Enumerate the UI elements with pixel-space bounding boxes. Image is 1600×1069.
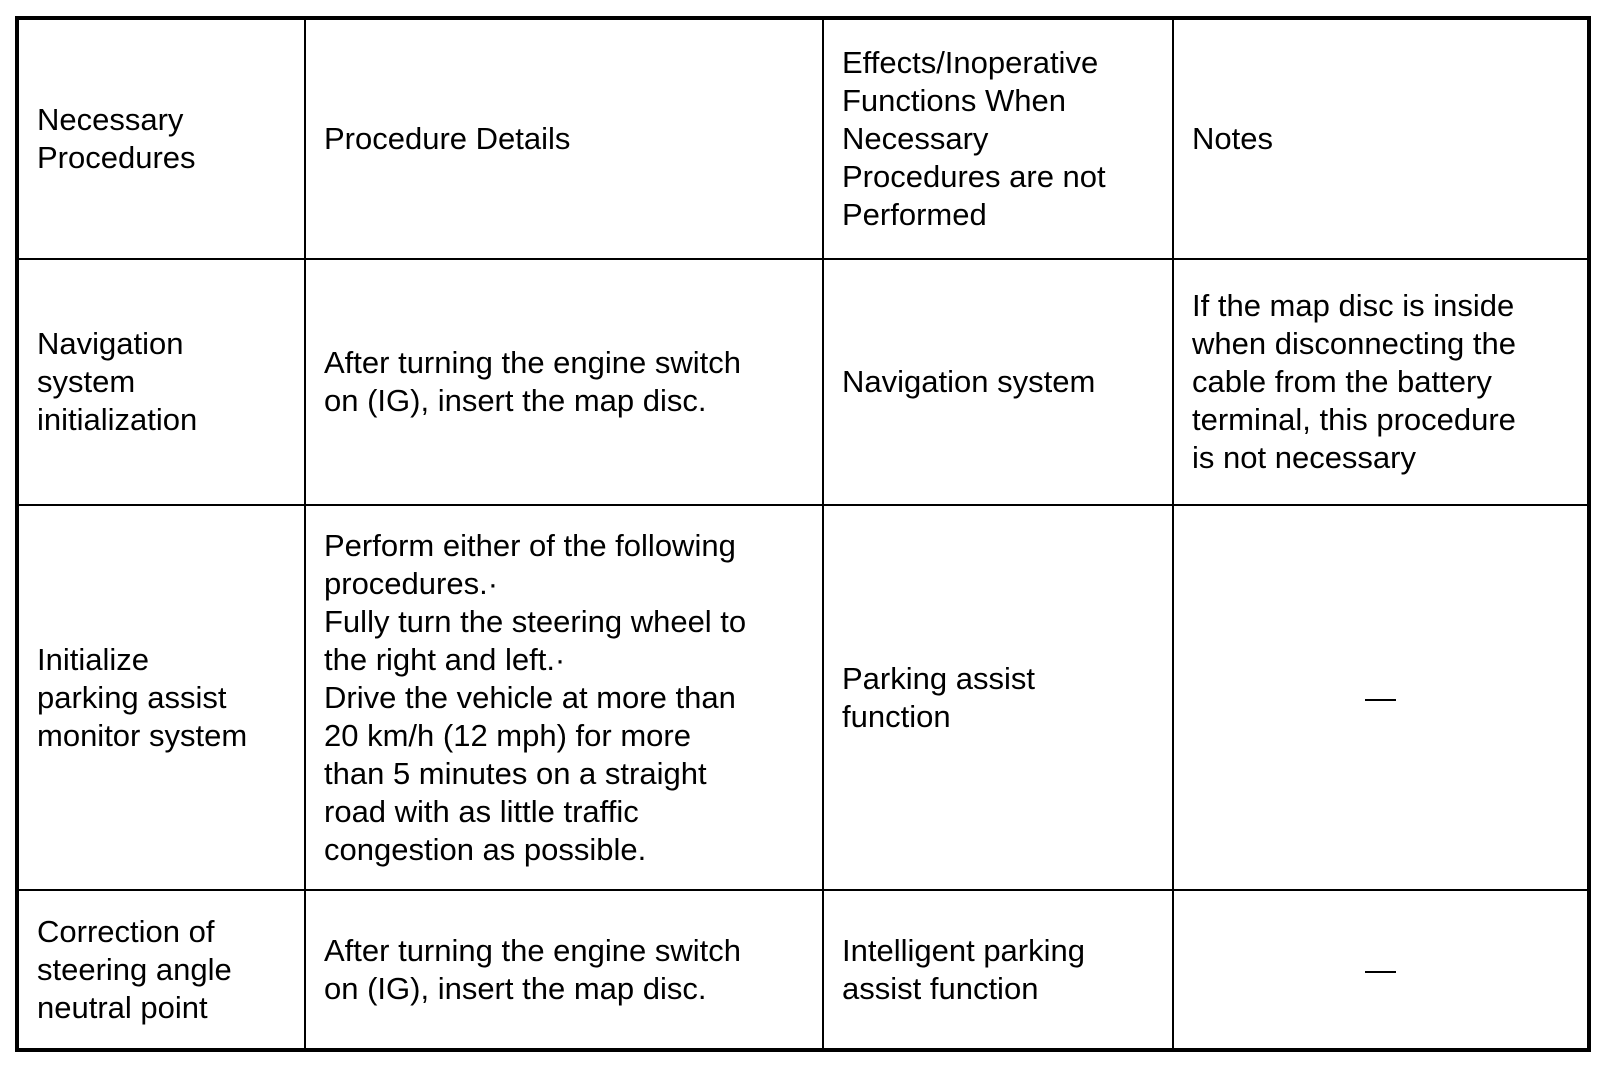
cell-procedure: Correction of steering angle neutral poi…	[16, 889, 306, 1051]
table-header-row: Necessary Procedures Procedure Details E…	[16, 17, 1590, 260]
header-cell-necessary-procedures: Necessary Procedures	[16, 17, 306, 260]
table-row-navigation-initialization: Navigation system initialization After t…	[16, 258, 1590, 506]
cell-effects: Intelligent parking assist function	[822, 889, 1174, 1051]
cell-notes: —	[1172, 889, 1590, 1051]
cell-procedure: Initialize parking assist monitor system	[16, 504, 306, 891]
table-row-parking-assist-monitor: Initialize parking assist monitor system…	[16, 504, 1590, 891]
cell-effects: Parking assist function	[822, 504, 1174, 891]
header-cell-effects: Effects/Inoperative Functions When Neces…	[822, 17, 1174, 260]
cell-notes: —	[1172, 504, 1590, 891]
cell-procedure: Navigation system initialization	[16, 258, 306, 506]
cell-details: Perform either of the following procedur…	[304, 504, 824, 891]
header-cell-procedure-details: Procedure Details	[304, 17, 824, 260]
table-row-steering-angle-correction: Correction of steering angle neutral poi…	[16, 889, 1590, 1051]
cell-effects: Navigation system	[822, 258, 1174, 506]
cell-notes: If the map disc is inside when disconnec…	[1172, 258, 1590, 506]
cell-details: After turning the engine switch on (IG),…	[304, 258, 824, 506]
cell-details: After turning the engine switch on (IG),…	[304, 889, 824, 1051]
procedures-table: Necessary Procedures Procedure Details E…	[15, 16, 1591, 1052]
header-cell-notes: Notes	[1172, 17, 1590, 260]
